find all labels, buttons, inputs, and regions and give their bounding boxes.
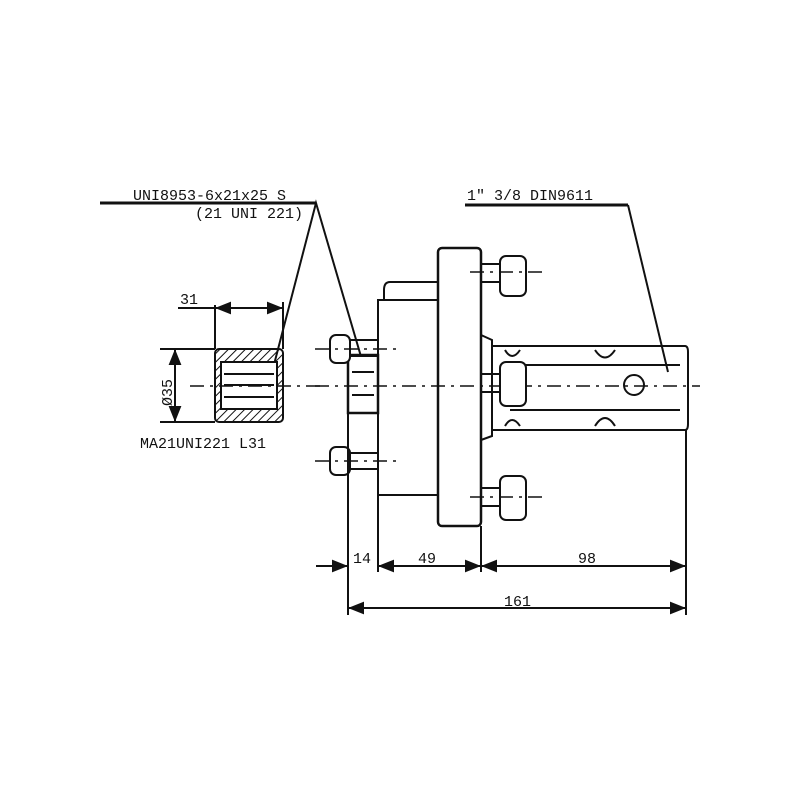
sleeve-spec-label: MA21UNI221 L31 [140, 436, 266, 453]
bolt-bottom-left [315, 446, 400, 476]
bolt-middle-right [480, 361, 527, 407]
shaft-spec-label: 1" 3/8 DIN9611 [467, 188, 593, 205]
bolt-top-right [470, 255, 548, 297]
dimension-lines [316, 413, 687, 615]
spline-spec-sub-label: (21 UNI 221) [195, 206, 303, 223]
spline-spec-label: UNI8953-6x21x25 S [133, 188, 286, 205]
dim-98: 98 [578, 551, 596, 568]
dim-14: 14 [353, 551, 371, 568]
dim-49: 49 [418, 551, 436, 568]
leader-lines [100, 199, 669, 381]
bolt-top-left [315, 334, 400, 364]
bolt-bottom-right [470, 475, 548, 521]
bolts [315, 255, 548, 521]
sleeve-length-dim: 31 [180, 292, 198, 309]
sleeve-diameter-dim: Ø35 [160, 379, 177, 406]
adapter-body [315, 246, 700, 528]
sleeve-part [160, 301, 320, 423]
dim-161: 161 [504, 594, 531, 611]
